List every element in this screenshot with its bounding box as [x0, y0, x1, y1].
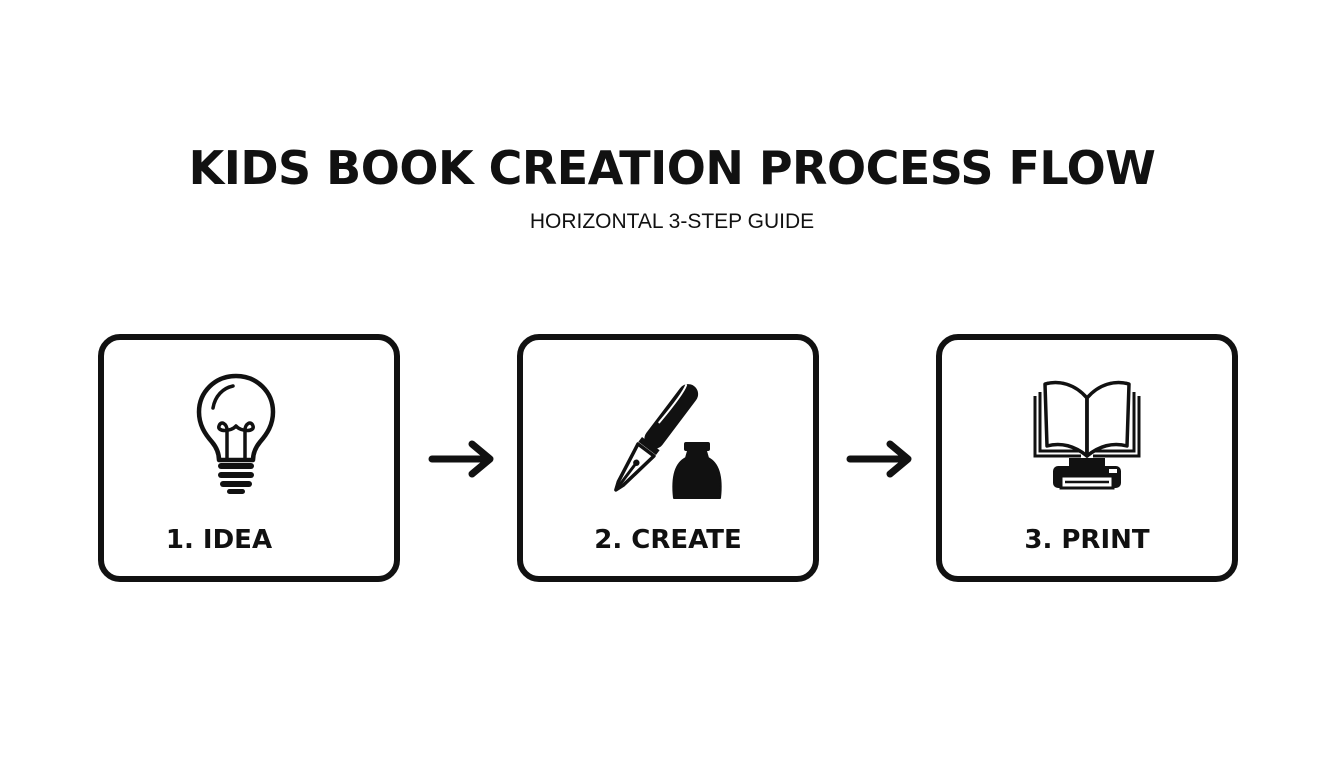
book-printer-icon: [1033, 380, 1141, 490]
page-title: KIDS BOOK CREATION PROCESS FLOW: [188, 141, 1156, 195]
step-label-print: 3. PRINT: [1024, 525, 1150, 555]
step-label-idea: 1. IDEA: [165, 525, 273, 555]
step-label-create: 2. CREATE: [594, 525, 742, 555]
page-subtitle: HORIZONTAL 3-STEP GUIDE: [529, 210, 815, 233]
arrow-right-icon: [846, 440, 912, 478]
step-idea-box: 1. IDEA: [98, 334, 400, 582]
arrow-right-icon: [428, 440, 494, 478]
step-create-box: 2. CREATE: [517, 334, 819, 582]
fountain-pen-inkwell-icon: [614, 384, 722, 499]
lightbulb-icon: [196, 373, 276, 494]
step-print-box: 3. PRINT: [936, 334, 1238, 582]
